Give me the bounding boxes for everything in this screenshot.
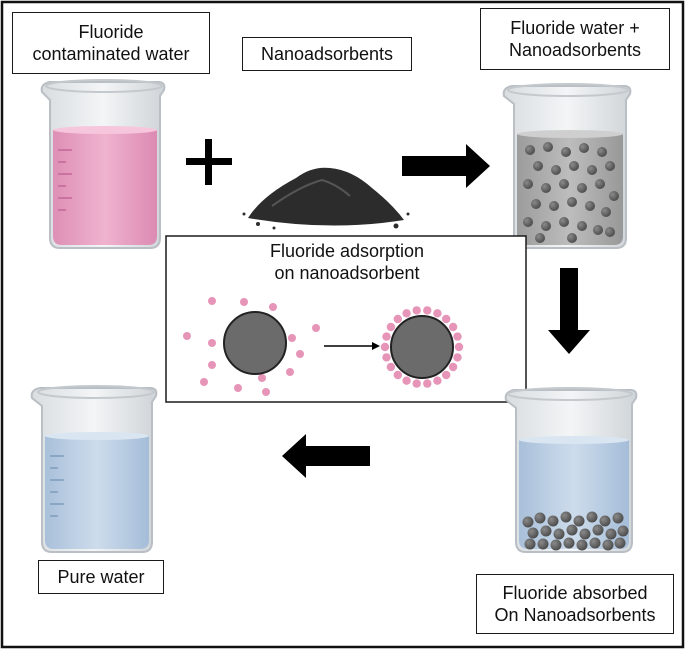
label-absorbed: Fluoride absorbed On Nanoadsorbents [476, 574, 674, 634]
plus-icon [186, 139, 232, 185]
fluoride-ion-icon [386, 362, 396, 372]
contaminated-liquid [53, 130, 157, 245]
beaker-icon [504, 387, 638, 553]
adsorption-panel-title: Fluoride adsorption on nanoadsorbent [170, 240, 524, 284]
label-contaminated-water: Fluoride contaminated water [12, 12, 210, 74]
coated-particle [380, 306, 464, 388]
mixture-liquid [517, 134, 623, 245]
fluoride-ion-icon [382, 353, 391, 362]
label-line: Nanoadsorbents [508, 40, 642, 60]
beaker-icon [30, 385, 158, 553]
fluoride-ion-icon [402, 376, 411, 385]
fluoride-ion-icon [448, 362, 458, 372]
fluoride-ion-icon [412, 306, 421, 315]
fluoride-ion-icon [423, 306, 432, 315]
label-line: Fluoride water + [510, 18, 640, 38]
fluoride-ion-icon [393, 370, 402, 380]
fluoride-ion-icon [412, 379, 421, 388]
fluoride-ion-icon [393, 314, 402, 324]
nanoparticle-icon [223, 311, 287, 375]
label-line: Fluoride adsorption [269, 241, 425, 261]
label-pure-water: Pure water [38, 560, 164, 594]
fluoride-ion-icon [382, 332, 391, 341]
label-line: Pure water [57, 567, 145, 587]
fluoride-ion-icon [433, 309, 442, 318]
pure-liquid [45, 436, 149, 549]
fluoride-ion-group [183, 297, 320, 396]
beaker-icon [40, 79, 166, 249]
arrow-left-icon [282, 434, 370, 478]
label-line: contaminated water [32, 44, 190, 64]
fluoride-ion-icon [402, 309, 411, 318]
label-mixture: Fluoride water + Nanoadsorbents [480, 8, 670, 70]
arrow-right-icon [324, 342, 380, 350]
fluoride-ion-icon [448, 322, 458, 332]
powder-pile-icon [242, 167, 410, 230]
nanoparticle-icon [390, 315, 454, 379]
arrow-down-icon [548, 268, 590, 354]
settled-particles [522, 511, 629, 551]
nanoparticle-group [523, 142, 619, 243]
fluoride-ion-icon [380, 342, 390, 352]
label-line: On Nanoadsorbents [494, 605, 656, 625]
fluoride-ion-icon [442, 314, 451, 324]
fluoride-ion-icon [442, 370, 451, 380]
label-line: Fluoride absorbed [502, 583, 648, 603]
label-line: Nanoadsorbents [260, 44, 394, 64]
adsorption-panel [165, 235, 527, 403]
fluoride-ion-icon [386, 322, 396, 332]
arrow-right-icon [402, 144, 490, 188]
fluoride-ion-icon [453, 353, 462, 362]
beaker-icon [502, 83, 632, 249]
fluoride-ion-icon [454, 342, 464, 352]
fluoride-ion-icon [453, 332, 462, 341]
label-line: Fluoride [78, 22, 144, 42]
label-line: on nanoadsorbent [274, 263, 420, 283]
label-nanoadsorbents: Nanoadsorbents [242, 37, 412, 71]
fluoride-ion-icon [423, 379, 432, 388]
fluoride-ion-icon [433, 376, 442, 385]
